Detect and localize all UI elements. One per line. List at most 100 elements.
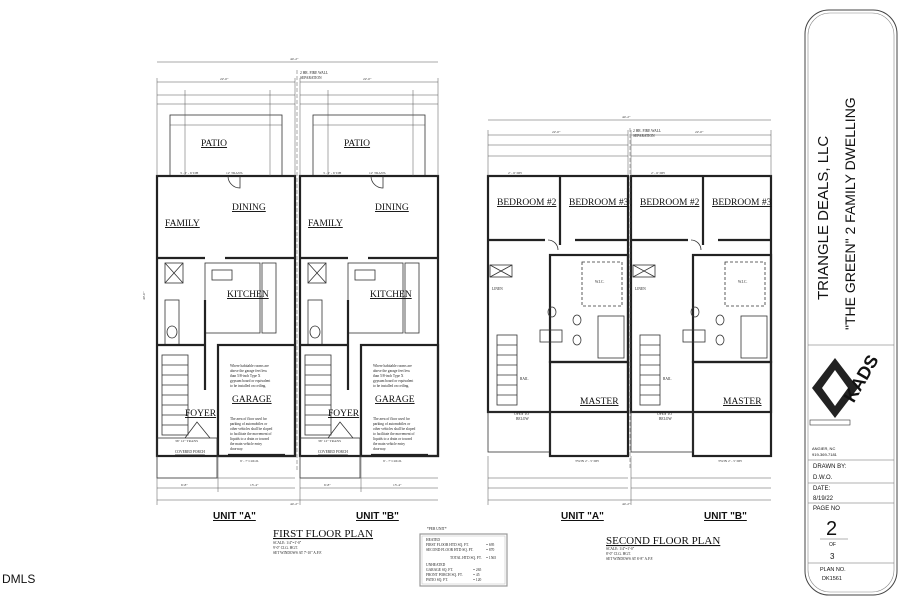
date-label: DATE: — [813, 486, 831, 492]
linen-label: LINEN — [635, 287, 646, 291]
svg-text:PATIO SQ. FT.: PATIO SQ. FT. — [426, 578, 448, 582]
overall-dimension: 44'-2" — [290, 502, 299, 506]
unit-b-label: UNIT "B" — [704, 511, 747, 522]
area-table-header: *PER UNIT* — [427, 527, 447, 531]
second-floor-note: SCALE: 1/4"=1'-0" — [606, 547, 635, 551]
unit-width-dimension: 22'-0" — [220, 77, 229, 81]
door-label: 12' TRANS. — [369, 171, 386, 175]
room-label-dining: DINING — [232, 203, 266, 213]
svg-text:to be installed on ceiling.: to be installed on ceiling. — [230, 384, 266, 388]
room-label-kitchen: KITCHEN — [227, 290, 269, 300]
unit-width-dimension: 22'-0" — [363, 77, 372, 81]
open-to-below-label: OPEN TO — [657, 412, 672, 416]
company-name: TRIANGLE DEALS, LLC — [815, 136, 832, 300]
unit-b-label: UNIT "B" — [356, 511, 399, 522]
svg-text:other vehicles shall be sloped: other vehicles shall be sloped — [373, 427, 416, 431]
room-label-foyer: FOYER — [328, 409, 360, 419]
dimension: 6'-8" — [324, 483, 331, 487]
second-floor-plan: 2 HR. FIRE WALL SEPARATION 44'-2" 44'-2"… — [486, 115, 773, 561]
overall-dimension: 44'-2" — [290, 57, 299, 61]
svg-text:The area of floor used for: The area of floor used for — [230, 417, 268, 421]
open-to-below-label: BELOW — [659, 417, 672, 421]
garage-note-unit-b: Where habitable rooms are above the gara… — [373, 364, 416, 451]
first-floor-plan: 2 HR. FIRE WALL SEPARATION 44'-2" 44'-2"… — [142, 57, 440, 555]
window-label: 3 - 2' - 6' DH — [180, 171, 199, 175]
open-to-below-label: BELOW — [516, 417, 529, 421]
page-label: PAGE NO — [813, 506, 840, 512]
wic-label: W.I.C. — [595, 280, 604, 284]
svg-text:FRONT PORCH SQ. FT.: FRONT PORCH SQ. FT. — [426, 573, 463, 577]
second-floor-note: 8'-0" CLG. HGT. — [606, 552, 631, 556]
room-label-kitchen: KITCHEN — [370, 290, 412, 300]
svg-text:the main vehicle entry: the main vehicle entry — [230, 442, 262, 446]
svg-text:than 5/8-inch Type X: than 5/8-inch Type X — [373, 374, 404, 378]
svg-text:= 870: = 870 — [486, 548, 495, 552]
svg-text:parking of automobiles or: parking of automobiles or — [230, 422, 268, 426]
svg-text:UNHEATED: UNHEATED — [426, 563, 446, 567]
room-label-porch: COVERED PORCH — [175, 450, 205, 454]
of-label: OF — [829, 542, 836, 548]
svg-text:gypsum board or equivalent: gypsum board or equivalent — [230, 379, 270, 383]
second-floor-note: SET WINDOWS AT 6'-8" A.F.F. — [606, 557, 653, 561]
phone: 919-369-7181 — [812, 452, 838, 457]
svg-text:above the garage feet less: above the garage feet less — [373, 369, 411, 373]
drawn-by-label: DRAWN BY: — [813, 464, 847, 470]
door-label: 12' TRANS. — [226, 171, 243, 175]
room-label-garage: GARAGE — [232, 395, 272, 405]
svg-text:SECOND FLOOR HTD SQ. FT.: SECOND FLOOR HTD SQ. FT. — [426, 548, 474, 552]
linen-label: LINEN — [492, 287, 503, 291]
firewall-label: SEPARATION — [300, 76, 322, 80]
project-name: "THE GREEN" 2 FAMILY DWELLING — [842, 97, 858, 330]
plan-no: DK1561 — [822, 576, 842, 582]
rail-label: RAIL — [520, 377, 528, 381]
svg-text:gypsum board or equivalent: gypsum board or equivalent — [373, 379, 413, 383]
foyer-door-label: 36" 12" TRANS — [175, 439, 198, 443]
svg-text:HEATED: HEATED — [426, 538, 440, 542]
depth-dimension: 40'-0" — [142, 291, 146, 300]
title-block: TRIANGLE DEALS, LLC "THE GREEN" 2 FAMILY… — [804, 9, 898, 596]
svg-text:doorway.: doorway. — [230, 447, 243, 451]
second-floor-unit-b — [629, 128, 773, 507]
svg-text:to facilitate the movement of: to facilitate the movement of — [230, 432, 272, 436]
page-number: 2 — [826, 518, 837, 540]
room-label-garage: GARAGE — [375, 395, 415, 405]
mls-watermark: DMLS — [2, 572, 35, 586]
room-label-master: MASTER — [580, 397, 619, 407]
room-label-master: MASTER — [723, 397, 762, 407]
svg-text:= 120: = 120 — [473, 578, 482, 582]
svg-text:TOTAL HTD SQ. FT.: TOTAL HTD SQ. FT. — [450, 556, 482, 560]
svg-text:the main vehicle entry: the main vehicle entry — [373, 442, 405, 446]
date: 8/19/22 — [813, 496, 834, 502]
location: ANGIER, NC — [812, 446, 835, 451]
dimension: 15'-4" — [393, 483, 402, 487]
overall-dimension: 44'-2" — [622, 502, 631, 506]
area-table: *PER UNIT* HEATED FIRST FLOOR HTD SQ. FT… — [419, 527, 508, 587]
room-label-family: FAMILY — [165, 219, 200, 229]
first-floor-note: SCALE: 1/4"=1'-0" — [273, 541, 302, 545]
svg-text:other vehicles shall be sloped: other vehicles shall be sloped — [230, 427, 273, 431]
room-label-patio: PATIO — [344, 139, 370, 149]
first-floor-title: FIRST FLOOR PLAN — [273, 528, 373, 540]
room-label-porch: COVERED PORCH — [318, 450, 348, 454]
svg-text:to facilitate the movement of: to facilitate the movement of — [373, 432, 415, 436]
unit-a-label: UNIT "A" — [561, 511, 604, 522]
second-floor-unit-a — [486, 128, 630, 507]
garage-door-label: 9' - 7' COLD. — [383, 459, 402, 463]
room-label-bedroom-3: BEDROOM #3 — [712, 198, 772, 208]
room-label-bedroom-2: BEDROOM #2 — [497, 198, 557, 208]
svg-text:= 45: = 45 — [473, 573, 480, 577]
svg-text:= 695: = 695 — [486, 543, 495, 547]
garage-note-unit-a: Where habitable rooms are above the gara… — [230, 364, 273, 451]
unit-a-label: UNIT "A" — [213, 511, 256, 522]
wic-label: W.I.C. — [738, 280, 747, 284]
room-label-family: FAMILY — [308, 219, 343, 229]
kads-logo: KADS — [809, 351, 883, 426]
svg-text:liquids to a drain or toward: liquids to a drain or toward — [373, 437, 412, 441]
dimension: 15'-4" — [250, 483, 259, 487]
room-label-dining: DINING — [375, 203, 409, 213]
unit-width-dimension: 22'-0" — [552, 130, 561, 134]
first-floor-note: SET WINDOWS AT 7'-10" A.F.F. — [273, 551, 322, 555]
dimension: 6'-8" — [181, 483, 188, 487]
firewall-label: 2 HR. FIRE WALL — [300, 71, 328, 75]
svg-text:= 1565: = 1565 — [486, 556, 496, 560]
